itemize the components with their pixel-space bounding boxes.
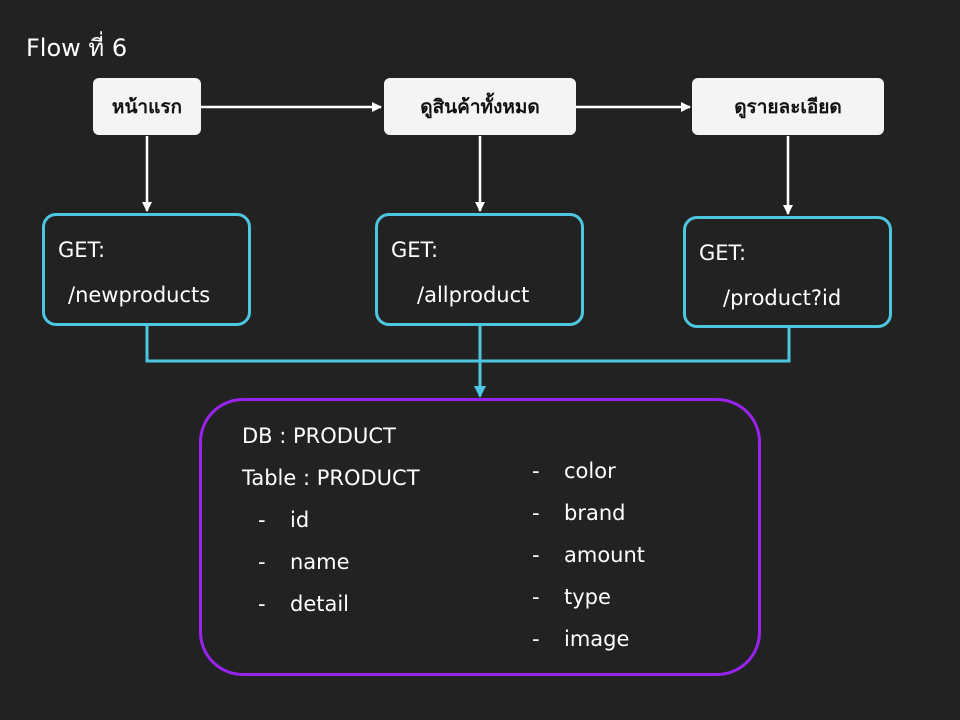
diagram-title: Flow ที่ 6 (26, 34, 128, 62)
connector-api-bus (145, 325, 791, 363)
field-bullet: - (532, 501, 540, 525)
api-product-id-method: GET: (699, 241, 747, 265)
api-allproduct-path: /allproduct (417, 283, 530, 307)
page-all-products-label: ดูสินค้าทั้งหมด (420, 95, 540, 118)
field-brand: brand (564, 501, 626, 525)
field-name: name (290, 550, 350, 574)
api-newproducts-method: GET: (58, 238, 106, 262)
page-home: หน้าแรก (93, 78, 201, 135)
field-bullet: - (258, 550, 266, 574)
field-bullet: - (532, 585, 540, 609)
api-newproducts: GET: /newproducts (42, 213, 251, 326)
field-amount: amount (564, 543, 646, 567)
field-bullet: - (258, 592, 266, 616)
field-id: id (290, 508, 310, 532)
field-type: type (564, 585, 611, 609)
api-product-id: GET: /product?id (683, 216, 892, 328)
db-table-name: Table : PRODUCT (242, 466, 420, 490)
page-product-detail: ดูรายละเอียด (692, 78, 884, 135)
field-bullet: - (258, 508, 266, 532)
field-color: color (564, 459, 616, 483)
field-bullet: - (532, 459, 540, 483)
page-product-detail-label: ดูรายละเอียด (734, 95, 842, 118)
api-allproduct-method: GET: (391, 238, 439, 262)
api-product-id-path: /product?id (723, 286, 842, 310)
api-newproducts-path: /newproducts (68, 283, 211, 307)
field-bullet: - (532, 627, 540, 651)
page-home-label: หน้าแรก (111, 95, 183, 118)
field-detail: detail (290, 592, 350, 616)
database-box (199, 398, 761, 676)
field-bullet: - (532, 543, 540, 567)
db-name: DB : PRODUCT (242, 424, 396, 448)
field-image: image (564, 627, 630, 651)
page-all-products: ดูสินค้าทั้งหมด (384, 78, 576, 135)
api-allproduct: GET: /allproduct (375, 213, 584, 326)
